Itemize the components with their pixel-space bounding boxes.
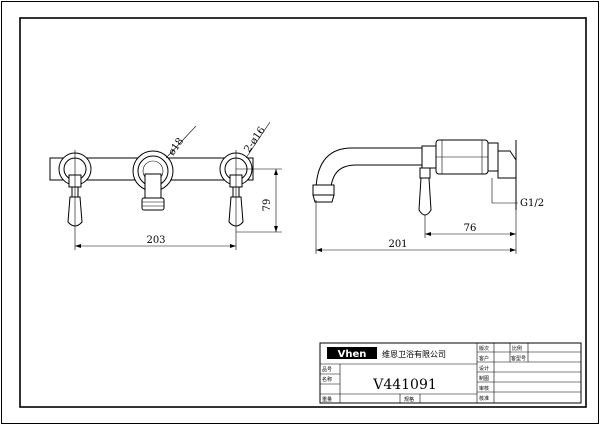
dimension-arrow — [274, 169, 278, 175]
label-approve: 核准 — [479, 395, 489, 402]
side-aerator — [312, 184, 335, 196]
front-view: 203 79 ø18 2-ø16 — [49, 121, 282, 250]
side-lever-collar — [419, 167, 431, 179]
label-weight: 重量 — [322, 396, 332, 403]
drawing-inner-border — [19, 17, 587, 408]
leader-spout-dia — [165, 125, 197, 159]
brand-logo: Vhen — [338, 349, 367, 360]
side-body-collar — [421, 145, 437, 169]
label-scale: 比例 — [512, 345, 522, 352]
label-version: 版次 — [479, 345, 489, 352]
side-view: 201 76 G1/2 — [312, 139, 544, 254]
spout-pipe — [144, 173, 162, 199]
side-wall-flange — [487, 142, 499, 172]
side-wall-connector — [497, 150, 517, 179]
aerator — [141, 197, 165, 211]
side-aerator-tip — [312, 194, 335, 203]
dimension-arrow — [316, 248, 322, 252]
label-name: 名称 — [322, 376, 332, 383]
dimension-arrow — [230, 244, 236, 248]
dimension-203: 203 — [146, 235, 165, 246]
label-review: 审核 — [479, 385, 489, 392]
label-item-no: 品号 — [322, 367, 332, 373]
label-design: 设计 — [479, 365, 489, 372]
label-thread: G1/2 — [520, 198, 544, 209]
dimension-arrow — [425, 232, 431, 236]
title-block: Vhen 维恩卫浴有限公司 品号 名称 重量 规格 V441091 版次 比例 … — [319, 342, 582, 404]
label-customer-model: 客型号 — [511, 355, 526, 362]
company-name: 维恩卫浴有限公司 — [382, 349, 446, 359]
dimension-arrow — [75, 244, 81, 248]
dimension-arrow — [510, 248, 516, 252]
dimension-201: 201 — [388, 239, 407, 250]
dimension-arrow — [274, 226, 278, 232]
label-customer: 客户 — [479, 355, 489, 362]
dimension-76: 76 — [464, 223, 477, 234]
model-number: V441091 — [372, 377, 437, 393]
dimension-79: 79 — [262, 199, 273, 212]
label-drawn: 制图 — [479, 375, 489, 382]
side-lever-handle — [418, 177, 432, 216]
side-spout-inner — [330, 164, 422, 196]
label-handle-dia: 2-ø16 — [242, 125, 267, 155]
label-spec: 规格 — [404, 396, 414, 403]
brand-logo-box — [327, 347, 377, 359]
leader-handle-dia — [245, 121, 271, 159]
dimension-arrow — [510, 232, 516, 236]
title-block-frame — [319, 342, 582, 404]
